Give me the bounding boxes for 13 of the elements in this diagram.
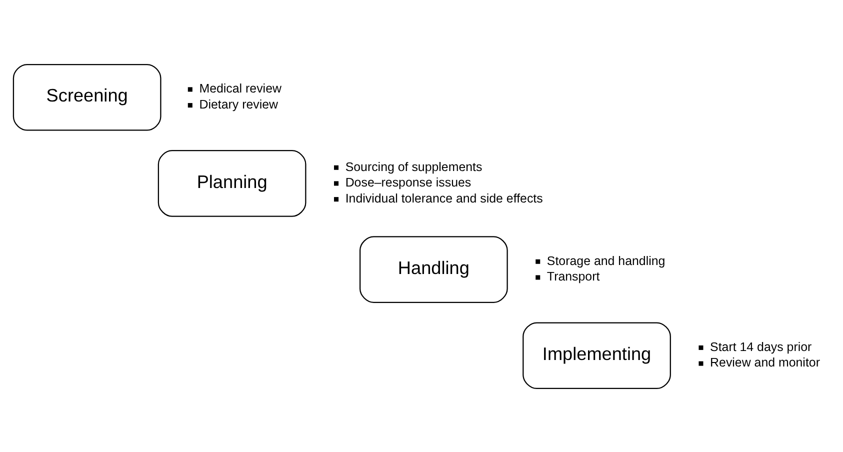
node-label: Sourcing of supplements [345, 159, 482, 174]
node-box: Handling [359, 236, 508, 302]
node-label: Individual tolerance and side effects [345, 190, 543, 205]
node-label: Medical review [199, 81, 282, 96]
node-label: Dietary review [199, 96, 278, 111]
node-box: Screening [12, 63, 162, 130]
node-box: Planning [158, 150, 306, 216]
node-label: Dose–response issues [345, 175, 472, 190]
node-label: Review and monitor [710, 355, 820, 370]
node-label: Storage and handling [546, 253, 666, 268]
node-box: Implementing [522, 322, 671, 389]
node-label: Transport [546, 269, 600, 284]
node-label: Start 14 days prior [710, 339, 812, 354]
